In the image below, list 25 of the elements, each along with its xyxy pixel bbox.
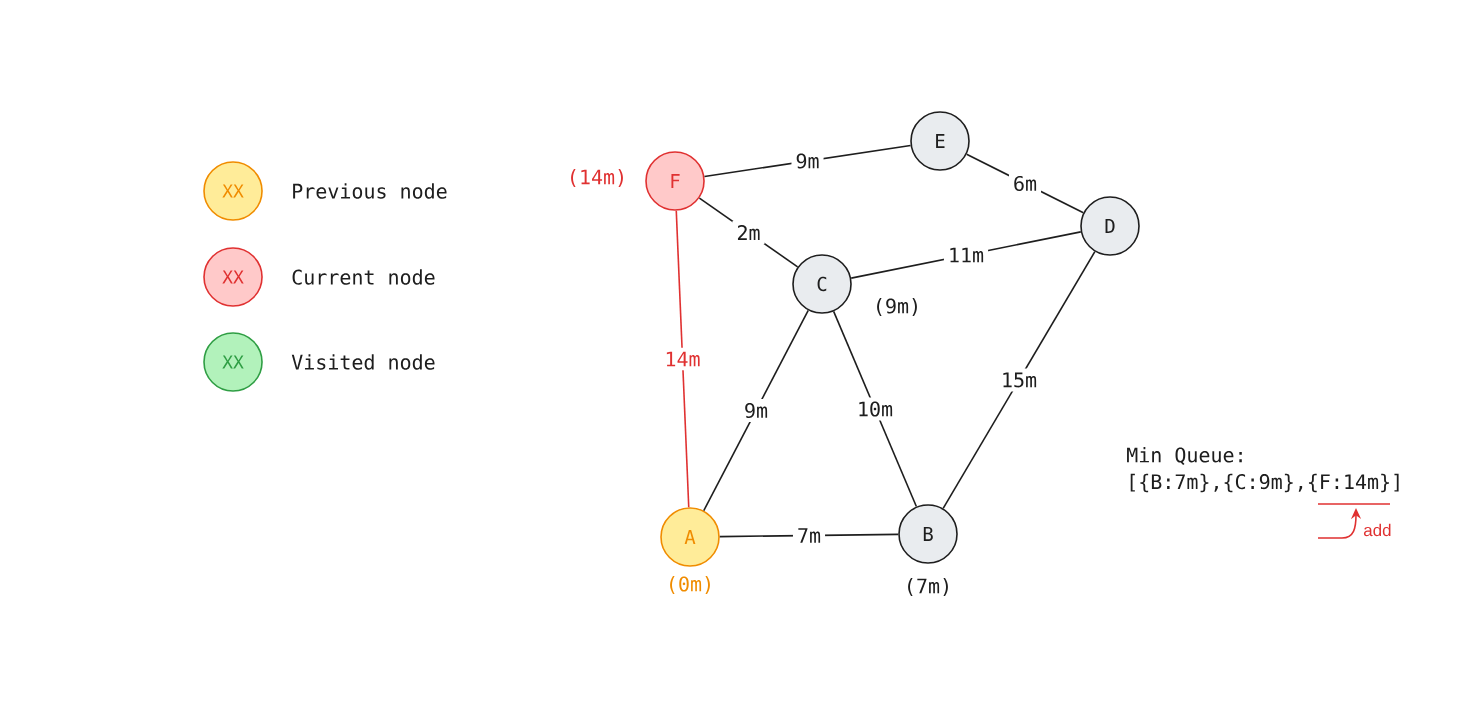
- annotation-label: add: [1363, 523, 1391, 537]
- edge-line: [942, 250, 1096, 510]
- edge-line: [703, 309, 810, 512]
- swatch-text: XX: [222, 355, 244, 369]
- swatch-text: XX: [222, 184, 244, 198]
- legend-label: Visited node: [291, 354, 435, 370]
- edge-label: 7m: [792, 524, 826, 547]
- edge-label: 14m: [660, 347, 705, 371]
- distance-label: (7m): [908, 578, 948, 596]
- distance-label: (0m): [670, 576, 710, 594]
- swatch-text: XX: [222, 270, 244, 284]
- edge-line: [675, 209, 690, 509]
- edge-label: 10m: [852, 397, 898, 421]
- legend-label: Previous node: [293, 183, 447, 199]
- queue-title: Min Queue:: [1127, 447, 1242, 465]
- edge-label: 9m: [791, 149, 824, 173]
- edge-label: 9m: [739, 398, 773, 423]
- distance-label: (9m): [877, 298, 917, 316]
- edge-label: 6m: [1008, 171, 1042, 196]
- queue-contents: [{B:7m},{C:9m},{F:14m}]: [1130, 473, 1399, 493]
- edge-label: 2m: [732, 221, 765, 244]
- edge-label: 11m: [943, 243, 989, 267]
- legend-label: Current node: [292, 269, 435, 285]
- distance-label: (14m): [571, 169, 623, 187]
- edge-label: 15m: [996, 368, 1042, 392]
